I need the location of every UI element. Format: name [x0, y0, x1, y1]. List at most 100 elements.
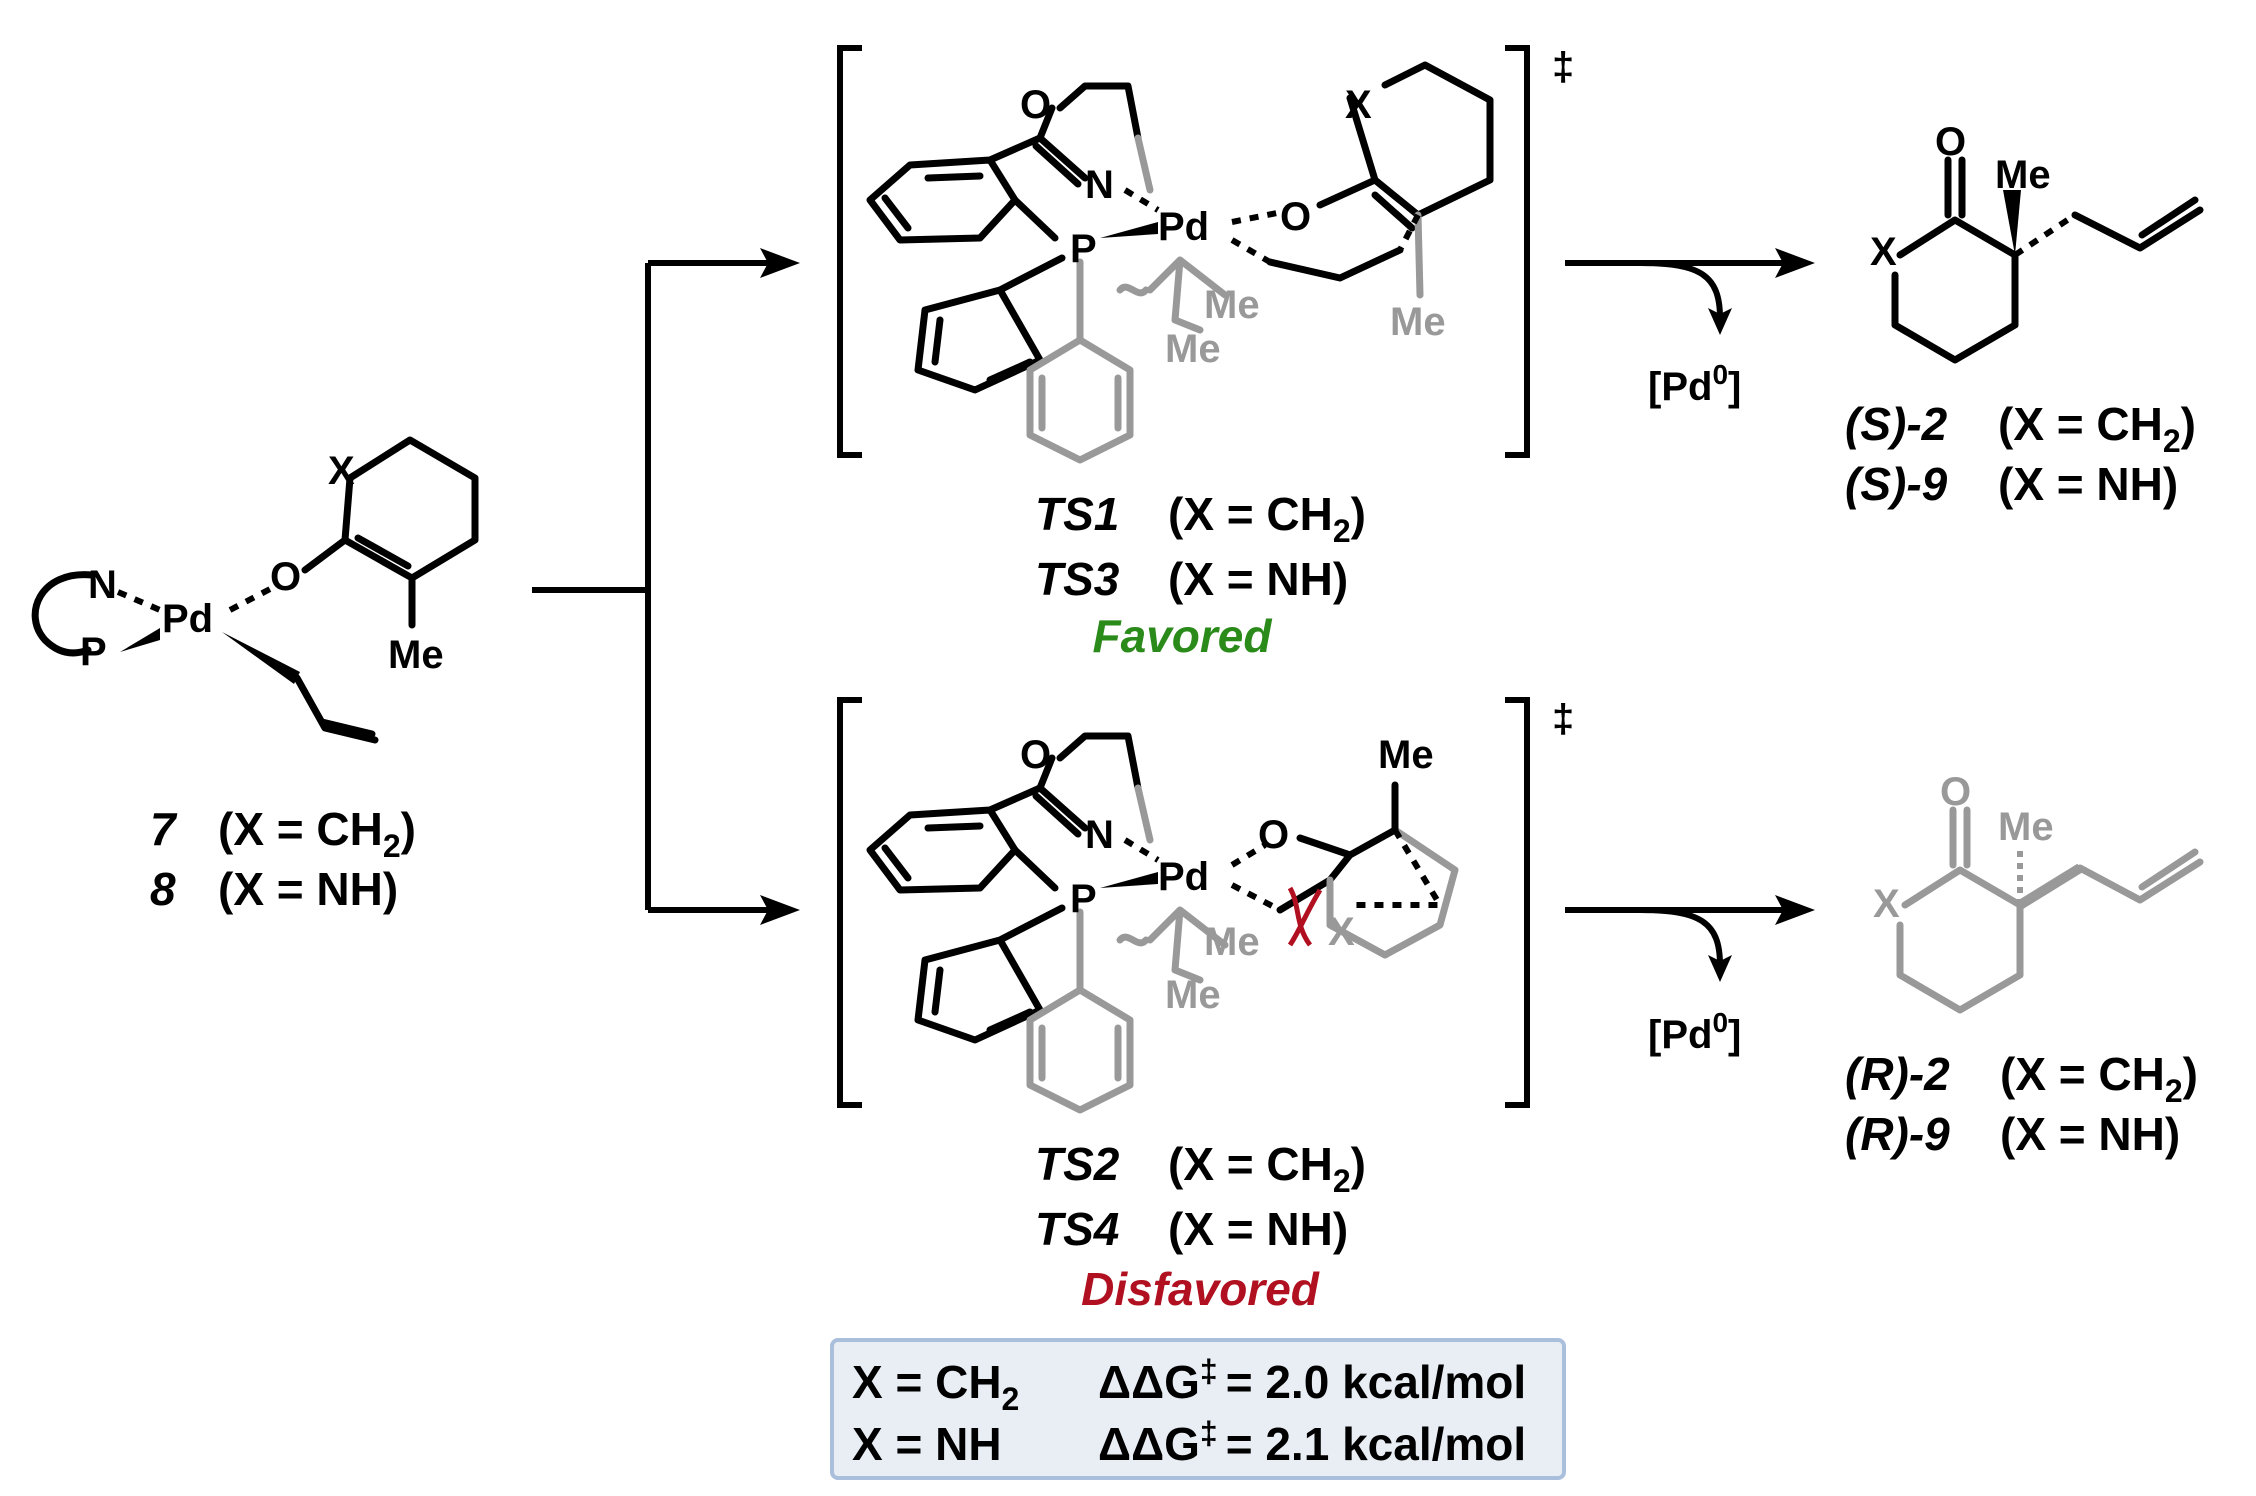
- product-R-carbonyl: [1949, 806, 1971, 869]
- label-ts4: TS4: [1035, 1203, 1119, 1255]
- product-S-allyl-hash: [2013, 212, 2077, 258]
- product-S-ring: [1891, 216, 2019, 364]
- ts-bottom-atom-O-ring: O: [1020, 733, 1051, 777]
- label-ts1: TS1: [1035, 488, 1119, 540]
- ts-top-me-bond: [1414, 211, 1424, 299]
- product-R-allyl-wedge: [2017, 863, 2083, 910]
- allyl-top: [1266, 246, 1404, 282]
- allyl-db: [318, 718, 376, 738]
- pd-o-bottom: [1230, 842, 1267, 868]
- ts-bottom-enolate: [1276, 826, 1399, 914]
- pd-allyl-bottom: [1230, 882, 1282, 913]
- dagger-bottom: ‡: [1552, 697, 1574, 741]
- pd-release-curve-top: [1639, 260, 1723, 319]
- arrowhead-bottom: [760, 895, 800, 925]
- bracket-left-top: [837, 45, 862, 458]
- oxazoline-cn-db: [1032, 134, 1089, 188]
- ts-top-atom-Me1: Me: [1204, 283, 1260, 327]
- steric-clash-mark: [1287, 886, 1323, 947]
- ts-top-atom-X: X: [1345, 83, 1372, 127]
- pd-allyl-wedge: [222, 632, 300, 684]
- ligand-arc: [31, 571, 96, 657]
- product-arrow-bottom: [Pd0]: [1565, 895, 1815, 1057]
- start-atom-X: X: [328, 449, 355, 493]
- pd0-bottom: [Pd0]: [1648, 1007, 1741, 1057]
- ts-bottom-atom-N: N: [1085, 813, 1114, 857]
- label-R2: (R)-2: [1845, 1048, 1950, 1100]
- ts-top-ring-db: [1371, 191, 1416, 232]
- ts-bottom: ‡ O N P Pd O X Me Me Me TS2 (X = CH2) TS…: [837, 697, 1574, 1315]
- energy-box-frame: [830, 1338, 1566, 1480]
- product-S-atom-O: O: [1935, 120, 1966, 164]
- phenylene-inner: [881, 172, 984, 232]
- ts-top-atom-Me2: Me: [1165, 327, 1221, 371]
- product-S-atom-X: X: [1870, 230, 1897, 274]
- energy-row2-value: ΔΔG‡= 2.1 kcal/mol: [1098, 1415, 1526, 1470]
- pd-release-head-top: [1708, 308, 1732, 335]
- dagger-top: ‡: [1552, 45, 1574, 89]
- start-atom-P: P: [80, 630, 107, 674]
- p-pd-wedge: [120, 628, 160, 652]
- ts-top-atom-O-enol: O: [1280, 195, 1311, 239]
- ts-top-atom-N: N: [1085, 163, 1114, 207]
- label-S2: (S)-2: [1845, 398, 1948, 450]
- label-S9: (S)-9: [1845, 458, 1948, 510]
- oxazoline-ring: [1036, 82, 1142, 142]
- enolate-ring: [301, 436, 479, 582]
- ts-bottom-atom-O-enol: O: [1258, 813, 1289, 857]
- n-pd-bond: [116, 589, 162, 613]
- start-atom-Pd: Pd: [162, 597, 213, 641]
- ts-bottom-wavy: [1116, 933, 1150, 947]
- label-ts2: TS2: [1035, 1138, 1120, 1190]
- label-ts3: TS3: [1035, 553, 1120, 605]
- pd-o-bond: [228, 585, 274, 613]
- product-R-atom-Me: Me: [1998, 805, 2054, 849]
- ts-bottom-atom-Pd: Pd: [1158, 855, 1209, 899]
- product-R-allyl: [2076, 848, 2204, 904]
- ts-bottom-atom-Me3: Me: [1378, 733, 1434, 777]
- label-R9: (R)-9: [1845, 1108, 1950, 1160]
- n-pd-top: [1123, 187, 1160, 213]
- branch-line: [532, 263, 651, 910]
- energy-row1-x: X = CH2: [852, 1356, 1019, 1417]
- pd-o-top: [1231, 209, 1283, 225]
- ts-bottom-atom-Me1: Me: [1204, 920, 1260, 964]
- ts-bottom-atom-Me2: Me: [1165, 973, 1221, 1017]
- cond-ts1: (X = CH2): [1168, 488, 1366, 549]
- p-pd-wedge-bottom: [1100, 872, 1158, 888]
- ts-bottom-tbu: [1134, 784, 1229, 984]
- cond-ts2: (X = CH2): [1168, 1138, 1366, 1199]
- ts-bottom-atom-X: X: [1328, 910, 1355, 954]
- pd0-top: [Pd0]: [1648, 359, 1741, 409]
- product-arrowhead-bottom: [1775, 895, 1815, 925]
- cond-S9: (X = NH): [1998, 458, 2178, 510]
- ts-top-atom-Me3: Me: [1390, 300, 1446, 344]
- start-complex: N P Pd O X Me 7 (X = CH2) 8 (X = NH): [31, 436, 479, 915]
- pd-release-head-bottom: [1708, 955, 1732, 982]
- cond-ts4: (X = NH): [1168, 1203, 1348, 1255]
- pd-release-curve-bottom: [1639, 907, 1723, 966]
- start-atom-N: N: [88, 563, 117, 607]
- energy-box: X = CH2 ΔΔG‡= 2.0 kcal/mol X = NH ΔΔG‡= …: [830, 1338, 1566, 1480]
- branch-arrows: [532, 248, 800, 925]
- energy-row1-value: ΔΔG‡= 2.0 kcal/mol: [1098, 1353, 1526, 1408]
- product-R: O X Me (R)-2 (X = CH2) (R)-9 (X = NH): [1845, 770, 2204, 1160]
- enolate-db: [354, 534, 412, 570]
- product-S-allyl: [2071, 196, 2204, 252]
- product-R-atom-X: X: [1873, 882, 1900, 926]
- energy-row2-x: X = NH: [852, 1418, 1002, 1470]
- ts-top-tbu: [1134, 134, 1229, 334]
- p-pd-wedge-top: [1100, 222, 1158, 238]
- product-S-me-wedge: [2003, 190, 2021, 255]
- oxazoline-ring-b: [1036, 732, 1142, 792]
- oxazoline-cn-db-b: [1032, 784, 1089, 838]
- arrowhead-top: [760, 248, 800, 278]
- product-S-atom-Me: Me: [1995, 153, 2051, 197]
- product-R-atom-O: O: [1940, 770, 1971, 814]
- ts-top: ‡ O N P Pd O X Me Me Me: [837, 45, 1574, 662]
- ts-top-atom-P: P: [1070, 227, 1097, 271]
- product-S-carbonyl: [1944, 156, 1966, 219]
- allyl-chain: [293, 674, 379, 744]
- ts-top-wavy: [1116, 283, 1150, 297]
